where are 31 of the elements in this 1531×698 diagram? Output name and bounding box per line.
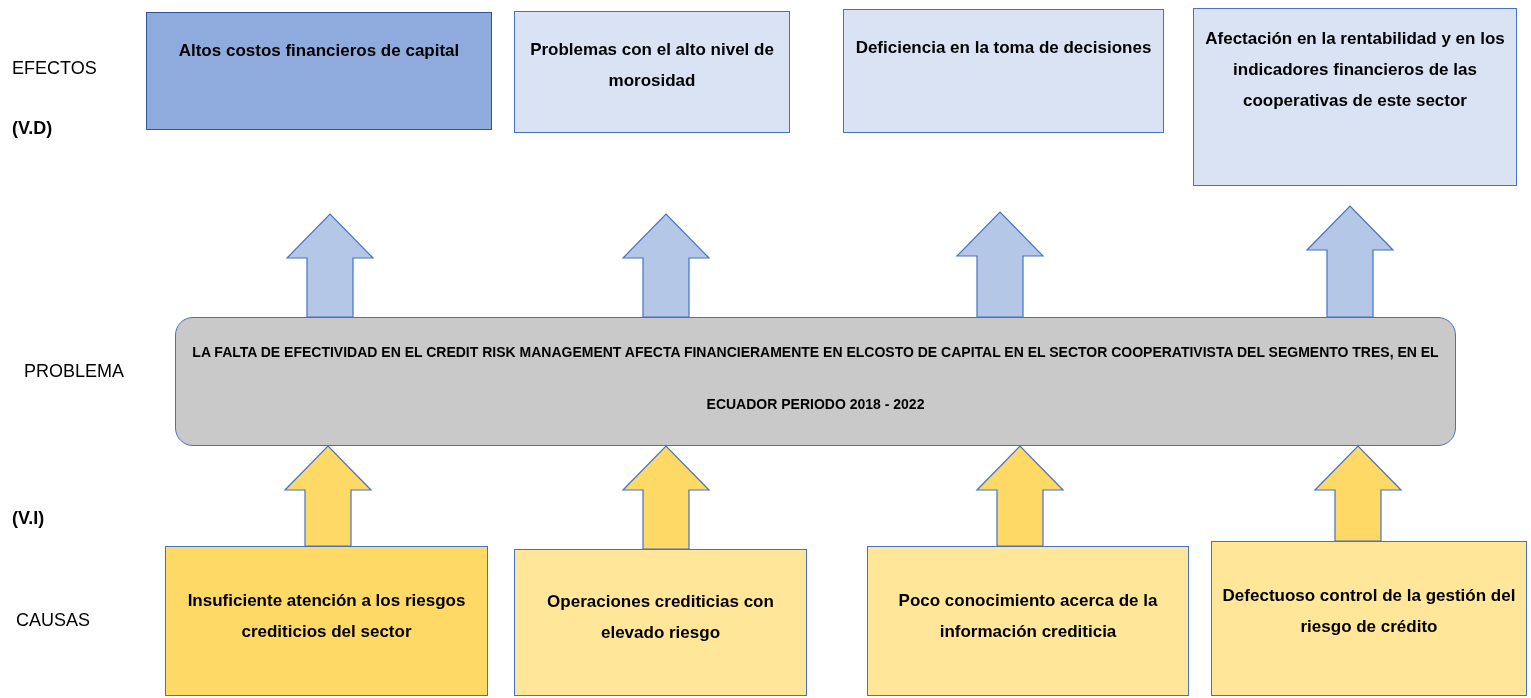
effect-box — [1193, 8, 1517, 186]
box-text: Problemas con el alto nivel de morosidad — [529, 39, 775, 92]
block-arrow — [621, 213, 711, 318]
effect-box — [146, 12, 492, 130]
box-text: LA FALTA DE EFECTIVIDAD EN EL CREDIT RISK MANAGEMENT AFECTA FINANCIERAMENTE EN ELCOSTO DE CAPITAL EN EL SECTOR COOPERATIVISTA DEL SEGMENTO TRES, EN EL ECUADOR PERIODO 2018 - 2022 — [191, 343, 1440, 414]
cause-box — [514, 549, 807, 696]
box-text: Poco conocimiento acerca de la información crediticia — [897, 590, 1159, 643]
box-text: Deficiencia en la toma de decisiones — [854, 37, 1153, 59]
block-arrow — [283, 445, 373, 547]
effect-box — [514, 11, 790, 133]
row-label: CAUSAS — [16, 610, 91, 631]
cause-box — [867, 546, 1189, 696]
variable-label: (V.D) — [12, 118, 53, 139]
block-arrow — [1305, 205, 1395, 318]
box-text: Insuficiente atención a los riesgos crediticios del sector — [186, 590, 467, 643]
box-text: Afectación en la rentabilidad y en los indicadores financieros de las cooperativas de este sector — [1204, 28, 1506, 112]
box-text: Defectuoso control de la gestión del riesgo de crédito — [1221, 585, 1517, 638]
cause-box — [1211, 541, 1527, 696]
block-arrow — [621, 445, 711, 550]
variable-label: (V.I) — [12, 508, 45, 529]
cause-box — [165, 546, 488, 696]
block-arrow — [1313, 445, 1403, 542]
box-text: Operaciones crediticias con elevado riesgo — [546, 591, 775, 644]
effect-box — [843, 9, 1164, 133]
block-arrow — [975, 445, 1065, 547]
block-arrow — [955, 211, 1045, 318]
block-arrow — [285, 213, 375, 318]
row-label: EFECTOS — [12, 58, 97, 79]
box-text: Altos costos financieros de capital — [177, 40, 461, 62]
problem-box — [175, 317, 1456, 446]
row-label: PROBLEMA — [24, 361, 125, 382]
